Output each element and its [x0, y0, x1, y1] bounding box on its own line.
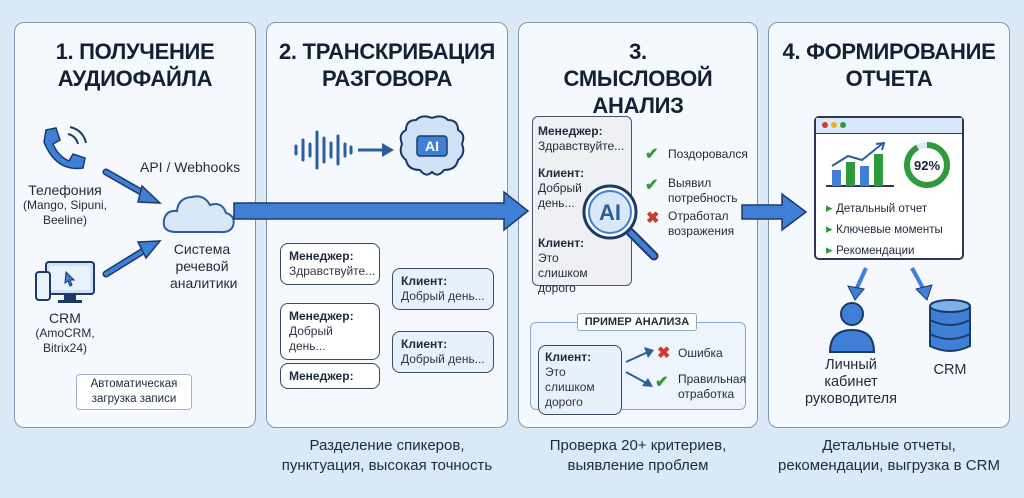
database-icon: [929, 299, 971, 352]
bar-chart-icon: [826, 141, 894, 187]
check-icon: ✔: [645, 146, 659, 163]
brain-ai-label: AI: [425, 138, 439, 154]
transcript-line-3: Клиент: Это слишком дорого: [538, 236, 588, 295]
stage-4-caption: Детальные отчеты, рекомендации, выгрузка…: [778, 437, 1000, 474]
magnifier-ai-label: AI: [599, 200, 621, 225]
report-items: Детальный отчет Ключевые моменты Рекомен…: [826, 198, 966, 261]
stage-2-caption: Разделение спикеров, пунктуация, высокая…: [281, 437, 493, 474]
transcript-line-2: Клиент: Добрый день...: [538, 166, 585, 210]
example-correct: Правильная отработка: [678, 372, 747, 401]
stage-4-panel: 4. ФОРМИРОВАНИЕ ОТЧЕТА: [768, 22, 1010, 428]
phone-icon: [43, 126, 87, 170]
transcript-line-1: Менеджер: Здравствуйте...: [538, 124, 625, 153]
percent-value: 92%: [914, 158, 940, 173]
report-window-titlebar: [816, 118, 962, 134]
magnifier-ai-icon: AI: [582, 184, 659, 261]
transcript-bubble-3: Менеджер: Добрый день...: [280, 303, 380, 360]
transcript-bubble-2: Клиент: Добрый день...: [392, 268, 494, 310]
stage-4-title: 4. ФОРМИРОВАНИЕ ОТЧЕТА: [782, 39, 996, 91]
example-error: Ошибка: [678, 346, 723, 360]
check-objections: Отработал возражения: [668, 209, 735, 238]
cross-icon: ✖: [646, 210, 660, 227]
brain-icon: AI: [399, 115, 465, 176]
crm-export-label: CRM: [933, 362, 967, 378]
transcript-bubble-1: Менеджер: Здравствуйте...: [280, 243, 380, 285]
report-item: Детальный отчет: [826, 198, 966, 219]
telephony-label: Телефония: [28, 182, 102, 198]
computer-icon: [35, 261, 95, 303]
manager-cabinet: Личный кабинет руководителя: [805, 357, 897, 407]
report-item: Ключевые моменты: [826, 219, 966, 240]
user-icon: [828, 302, 876, 353]
cloud-icon: [162, 195, 235, 234]
percent-gauge: 92%: [904, 142, 950, 188]
waveform-icon: [294, 130, 353, 170]
analysis-example-title: ПРИМЕР АНАЛИЗА: [577, 313, 697, 331]
telephony-providers: (Mango, Sipuni, Beeline): [22, 198, 108, 227]
check-need: Выявил потребность: [668, 176, 738, 205]
cross-icon: ✖: [657, 345, 671, 362]
auto-upload-note: Автоматическая загрузка записи: [76, 374, 192, 410]
stage-2-title: 2. ТРАНСКРИБАЦИЯ РАЗГОВОРА: [279, 39, 495, 91]
crm-providers: (AmoCRM, Bitrix24): [35, 326, 95, 355]
window-dot-icon: [831, 122, 837, 128]
stage-1-title: 1. ПОЛУЧЕНИЕ АУДИОФАЙЛА: [55, 39, 215, 91]
report-item: Рекомендации: [826, 240, 966, 261]
check-icon: ✔: [655, 374, 669, 391]
window-dot-icon: [822, 122, 828, 128]
stage-3-title: 3. СМЫСЛОВОЙ АНАЛИЗ: [563, 39, 713, 118]
crm-label: CRM: [49, 310, 81, 326]
api-label: API / Webhooks: [140, 159, 241, 175]
window-dot-icon: [840, 122, 846, 128]
check-greeted: Поздоровался: [668, 147, 748, 161]
stage-3-caption: Проверка 20+ критериев, выявление пробле…: [549, 437, 727, 474]
check-icon: ✔: [645, 177, 659, 194]
speech-analytics-system: Система речевой аналитики: [170, 241, 238, 291]
transcript-bubble-5: Менеджер:: [280, 363, 380, 389]
transcript-bubble-4: Клиент: Добрый день...: [392, 331, 494, 373]
example-client-bubble: Клиент: Это слишком дорого: [538, 345, 622, 415]
